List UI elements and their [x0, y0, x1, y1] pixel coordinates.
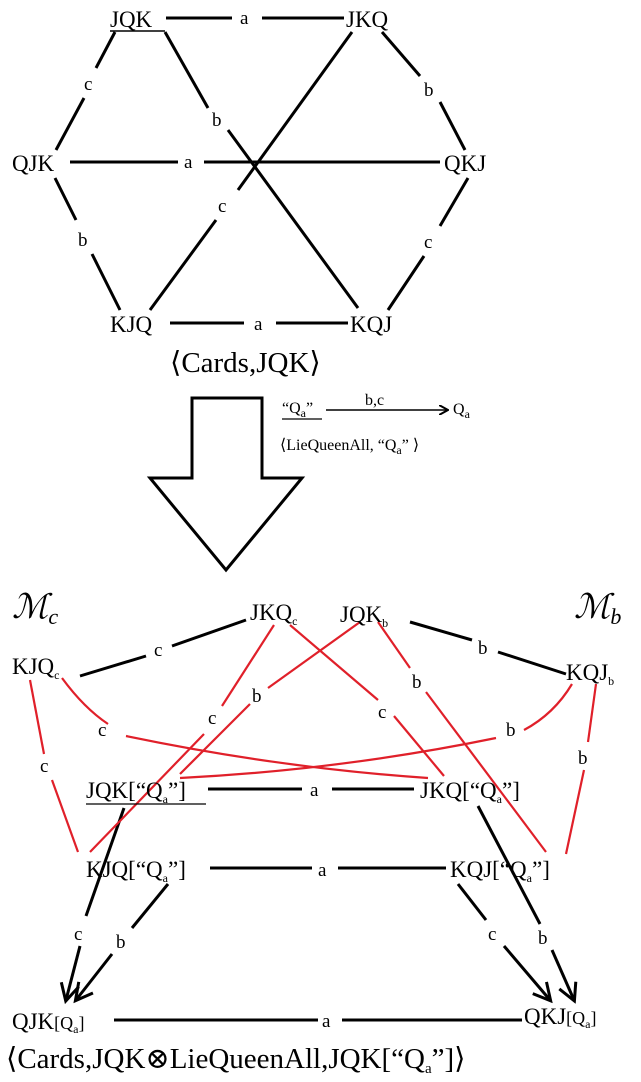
red-edge-jqkb-jqkqa-2 — [179, 703, 251, 775]
edge-qkj-kqj-c — [438, 177, 470, 227]
label-c-center: c — [218, 196, 226, 217]
top-caption: ⟨Cards,JQK⟩ — [170, 347, 321, 379]
edge-jqk-kqj-b — [163, 31, 210, 109]
label-c-red-1: c — [208, 708, 216, 729]
red-edge-kqjb-kqjqa-2 — [564, 769, 586, 855]
node-jkq-qa: JKQ[“Qa”] — [420, 778, 520, 806]
edge-jkq-qkj-b-2 — [438, 101, 467, 151]
label-b-red-3: b — [506, 720, 516, 741]
red-edge-jqkb-kqjqa — [377, 621, 411, 669]
label-b-red-2: b — [412, 672, 422, 693]
node-kjq-c: KJQc — [12, 654, 60, 682]
label-c-arrow-right: c — [488, 924, 496, 945]
node-kjq-qa: KJQ[“Qa”] — [86, 857, 186, 885]
node-qkj-qa: QKJ[Qa] — [524, 1004, 597, 1031]
node-jkq-c: JKQc — [250, 600, 298, 628]
action-arrow-label: b,c — [365, 392, 384, 409]
red-edge-jqkb-jqkqa — [267, 621, 361, 689]
label-b-right: b — [424, 80, 434, 101]
label-c-red-3: c — [98, 720, 106, 741]
edge-qjk-kjq-b-2 — [90, 253, 122, 311]
red-edge-kjqc-jkqqa-2 — [125, 734, 429, 780]
label-c-arrow-left: c — [74, 924, 82, 945]
label-b-arrow-left: b — [116, 932, 126, 953]
node-jqk-b: JQKb — [340, 602, 388, 630]
edge-jqkb-kqjb-2 — [497, 650, 567, 676]
red-edge-jkqc-jkqqa — [289, 624, 379, 701]
arrow-kjqqa-qjk — [130, 883, 170, 929]
label-a-middle: a — [184, 152, 193, 173]
action-source: “Qa” — [282, 400, 313, 420]
label-a-mid-2: a — [318, 860, 327, 881]
top-graph: JQK JKQ QJK QKJ KJQ KQJ a c b b a c b c … — [12, 7, 486, 379]
label-a-bottom-row: a — [322, 1011, 331, 1032]
node-kqj-b: KQJb — [566, 660, 614, 688]
edge-qjk-kjq-b — [53, 177, 78, 221]
arrow-jkqqa-qkj — [476, 805, 542, 925]
label-b-jqkb-kqjb: b — [478, 638, 488, 659]
node-qkj: QKJ — [444, 151, 486, 176]
product-arrow-icon — [146, 396, 306, 573]
label-a-bottom: a — [254, 314, 263, 335]
label-b-red-4: b — [578, 748, 588, 769]
bottom-caption: ⟨Cards,JQK⊗LieQueenAll,JQK[“Qa”]⟩ — [6, 1043, 466, 1077]
action-caption: ⟨LieQueenAll, “Qa” ⟩ — [280, 437, 419, 457]
red-edge-kqjb-jqkqa — [523, 683, 573, 731]
node-jqk: JQK — [110, 7, 153, 32]
label-b-left: b — [78, 230, 88, 251]
edge-jkq-kjq-c — [236, 31, 354, 191]
label-c-left: c — [84, 74, 92, 95]
red-edge-kjqc-jkqqa — [61, 677, 109, 725]
red-edge-jqkb-kqjqa-2 — [425, 691, 547, 853]
red-edge-jkqc-jkqqa-2 — [393, 715, 445, 777]
node-qjk-qa: QJK[Qa] — [12, 1009, 85, 1036]
action-target: Qa — [453, 401, 471, 421]
node-kjq: KJQ — [110, 312, 153, 337]
arrow-kjqqa-qjk-2 — [76, 953, 114, 1000]
node-kqj: KQJ — [350, 312, 392, 337]
edge-jqk-qjk-c-2 — [54, 97, 86, 151]
red-edge-kjqc-kjqqa — [28, 679, 46, 755]
edge-jkq-kjq-c-2 — [148, 219, 218, 311]
node-jkq: JKQ — [346, 7, 389, 32]
label-a-mid-1: a — [310, 780, 319, 801]
edge-jkq-qkj-b — [380, 31, 422, 77]
node-jqk-qa: JQK[“Qa”] — [86, 778, 186, 806]
label-c-right: c — [424, 232, 432, 253]
label-b-center: b — [212, 110, 222, 131]
edge-jkqc-kjqc-2 — [79, 654, 147, 678]
node-kqj-qa: KQJ[“Qa”] — [450, 857, 550, 885]
label-c-jkqc-kjqc: c — [154, 640, 162, 661]
red-edge-jkqc-kjqqa-2 — [89, 733, 205, 853]
action-model: “Qa” b,c Qa ⟨LieQueenAll, “Qa” ⟩ — [280, 392, 471, 457]
red-edge-kqjb-jqkqa-2 — [179, 736, 497, 780]
edge-jkqc-kjqc — [171, 618, 247, 648]
bottom-graph: ℳc ℳb — [6, 589, 621, 1077]
red-edge-kqjb-kqjqa — [586, 683, 598, 743]
red-edge-jkqc-kjqqa — [221, 624, 275, 707]
red-edge-kjqc-kjqqa-2 — [50, 779, 80, 853]
label-a-top: a — [240, 8, 249, 29]
arrow-jqkqa-qjk — [84, 807, 126, 917]
label-c-red-4: c — [40, 756, 48, 777]
arrow-jqkqa-qjk-2 — [66, 945, 82, 1000]
node-qjk: QJK — [12, 151, 55, 176]
edge-jqk-kqj-b-2 — [226, 129, 360, 309]
model-b-label: ℳb — [574, 589, 621, 629]
edge-jqkb-kqjb — [409, 620, 473, 642]
arrow-kqjqa-qkj-2 — [502, 945, 550, 1000]
label-c-red-2: c — [378, 702, 386, 723]
edge-jqk-qjk-c — [94, 31, 117, 69]
arrow-jkqqa-qkj-2 — [550, 949, 574, 1000]
edge-qkj-kqj-c-2 — [386, 255, 426, 311]
model-c-label: ℳc — [12, 589, 58, 629]
label-b-red-1: b — [252, 686, 262, 707]
label-b-arrow-right: b — [538, 928, 548, 949]
arrow-kqjqa-qkj — [456, 883, 488, 921]
